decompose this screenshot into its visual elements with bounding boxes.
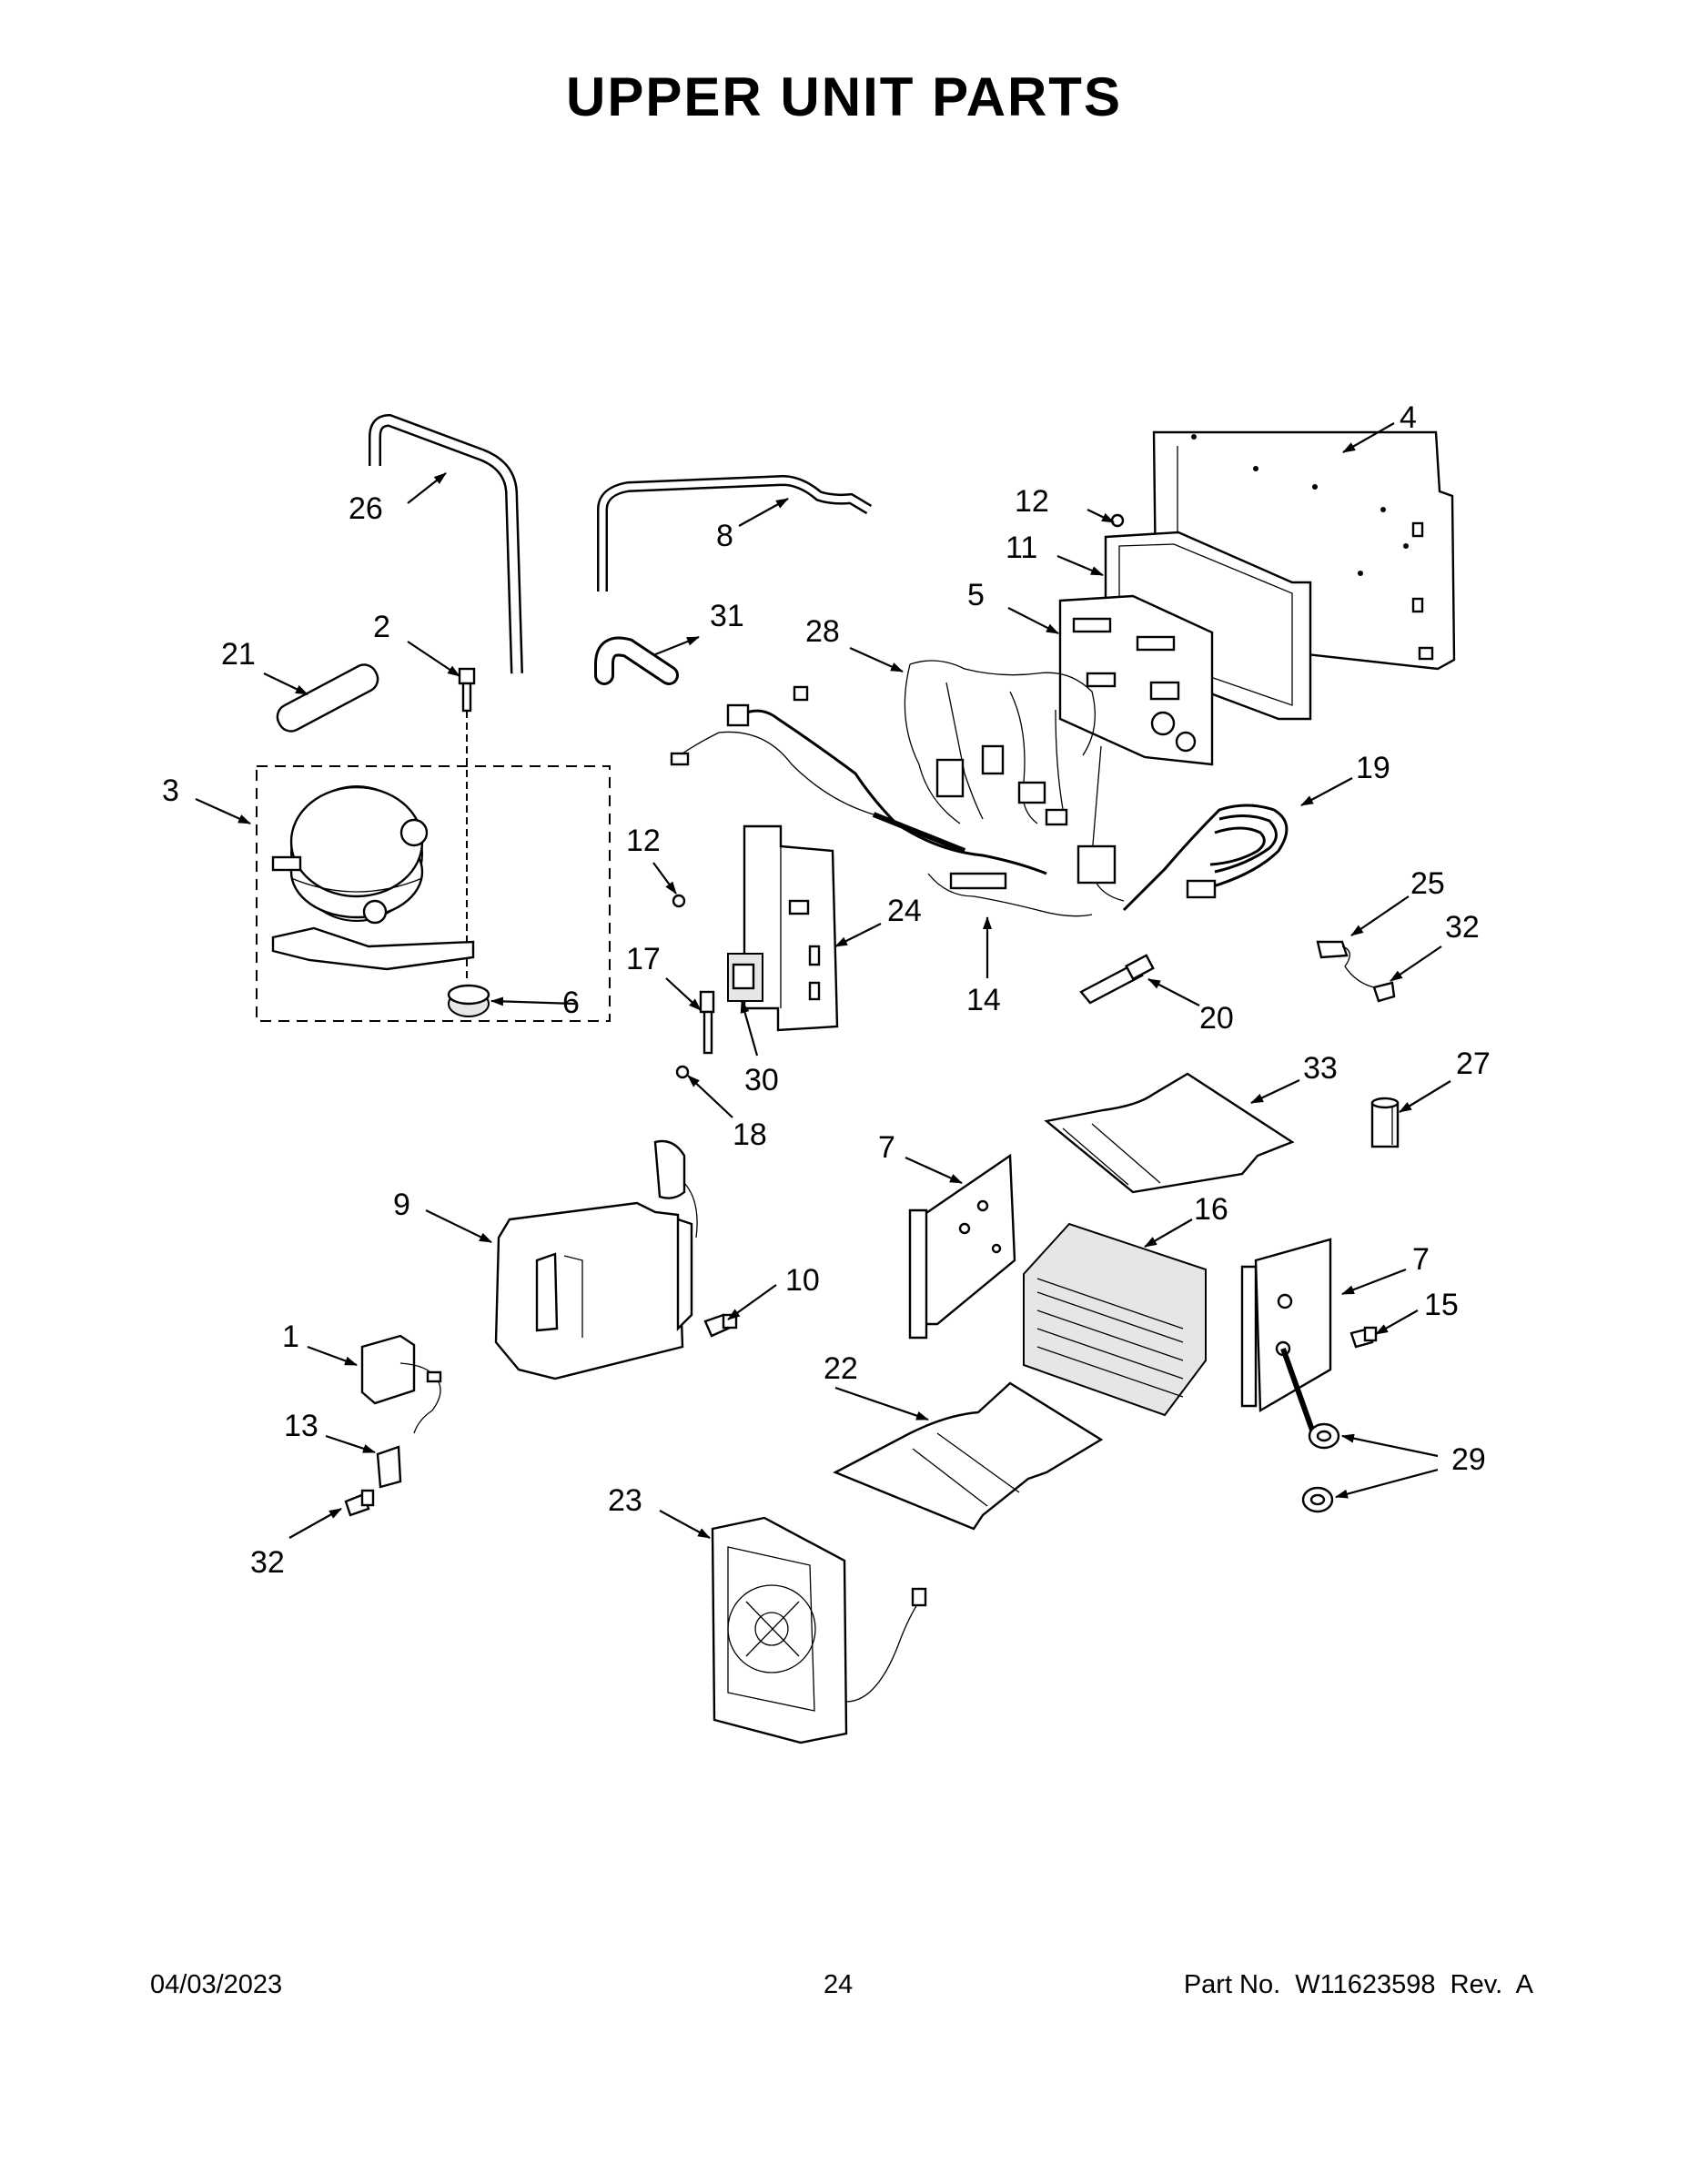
callout-8: 8: [716, 519, 733, 553]
callout-5: 5: [967, 578, 985, 612]
callout-18: 18: [733, 1117, 767, 1152]
callout-7-right: 7: [1412, 1242, 1430, 1277]
part-17-sensor: [699, 990, 715, 1055]
part-3-compressor: [256, 765, 611, 1022]
callout-30: 30: [744, 1063, 779, 1097]
callout-7-left: 7: [878, 1130, 895, 1165]
part-32-screw-left: [344, 1489, 375, 1517]
part-33-cover: [1044, 1072, 1295, 1194]
callout-33: 33: [1303, 1051, 1338, 1086]
footer-date: 04/03/2023: [150, 1970, 283, 1999]
part-23-fan-assembly: [711, 1516, 927, 1744]
callout-26: 26: [349, 491, 383, 526]
callout-31: 31: [710, 599, 744, 633]
callout-32-right: 32: [1445, 910, 1480, 945]
part-29-washers: [1301, 1422, 1340, 1513]
part-25-clip: [1316, 940, 1375, 988]
callout-25: 25: [1410, 866, 1445, 901]
callout-16: 16: [1194, 1192, 1228, 1227]
callout-labels: 1 2 3 4 5 6 7 7 8 9 10 11 12 12 13 14 15…: [162, 400, 1491, 1580]
part-28-wire-harness: [670, 660, 1125, 902]
part-21-filter-drier: [276, 663, 379, 733]
callout-3: 3: [162, 774, 179, 808]
part-15-screw: [1349, 1326, 1378, 1349]
part-18-screw: [675, 1065, 690, 1079]
part-20-thermistor: [1079, 954, 1155, 1005]
part-14-wire: [927, 872, 1093, 917]
part-32-screw-right: [1372, 981, 1396, 1003]
part-7-bracket-right: [1240, 1238, 1332, 1440]
callout-27: 27: [1456, 1046, 1491, 1081]
part-6-grommet: [447, 984, 490, 1017]
callout-12-top: 12: [1015, 484, 1049, 519]
footer-page-number: 24: [824, 1970, 854, 1999]
part-12-screw-mid: [672, 894, 686, 908]
callout-20: 20: [1199, 1001, 1234, 1036]
part-19-heater-coil: [1122, 804, 1289, 912]
page-title: UPPER UNIT PARTS: [566, 66, 1122, 127]
callout-15: 15: [1424, 1288, 1459, 1322]
callout-10: 10: [785, 1263, 820, 1298]
part-8-tube: [597, 474, 873, 592]
part-5-control-board: [1058, 594, 1214, 766]
part-7-bracket-left: [908, 1153, 1016, 1340]
part-26-tube: [369, 413, 523, 674]
footer-part-number: Part No. W11623598 Rev. A: [1183, 1970, 1533, 1999]
callout-28: 28: [805, 614, 840, 649]
leader-lines: [195, 422, 1451, 1539]
callout-1: 1: [282, 1320, 299, 1354]
part-31-hose: [594, 636, 679, 685]
part-12-screw-top: [1110, 513, 1125, 528]
callout-6: 6: [562, 986, 580, 1020]
callout-24: 24: [887, 894, 922, 928]
callout-21: 21: [221, 637, 256, 672]
callout-11: 11: [1006, 531, 1037, 565]
part-10-screw: [703, 1313, 738, 1338]
part-13-clip: [376, 1445, 402, 1489]
part-30-switch: [727, 953, 763, 1002]
callout-23: 23: [608, 1483, 642, 1518]
callout-17: 17: [626, 942, 661, 976]
callout-22: 22: [824, 1351, 858, 1386]
callout-32-left: 32: [250, 1545, 285, 1580]
callout-29: 29: [1451, 1442, 1486, 1477]
callout-4: 4: [1400, 400, 1417, 435]
part-24-panel: [743, 824, 839, 1032]
callout-14: 14: [966, 983, 1001, 1017]
callout-19: 19: [1356, 751, 1390, 785]
part-27-cylinder: [1370, 1097, 1400, 1148]
callout-13: 13: [284, 1409, 318, 1443]
part-2-fitting: [458, 667, 476, 983]
part-22-drain-pan: [833, 1381, 1104, 1531]
part-1-relay: [360, 1334, 442, 1434]
callout-12-mid: 12: [626, 824, 661, 858]
callout-2: 2: [373, 610, 390, 644]
part-9-housing: [494, 1139, 698, 1380]
part-16-evaporator: [1023, 1222, 1207, 1417]
callout-9: 9: [393, 1188, 410, 1222]
